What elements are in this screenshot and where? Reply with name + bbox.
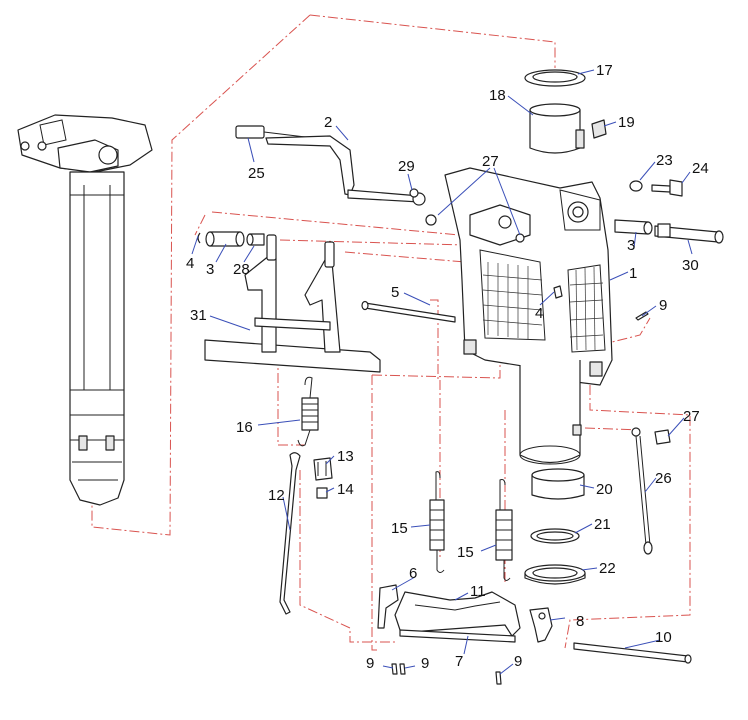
- label-2: 2: [324, 114, 332, 131]
- crank-rod: [235, 125, 426, 206]
- bushing-set-top: [524, 69, 607, 154]
- label-13: 13: [337, 448, 354, 465]
- part-labels: 1 2 3 3 4 4 5 6 7 8 9 9 9 9 10 11 12 13 …: [186, 62, 709, 672]
- label-27-right: 27: [683, 408, 700, 425]
- label-20: 20: [596, 481, 613, 498]
- label-12: 12: [268, 487, 285, 504]
- tilt-lever-rod: [279, 452, 333, 615]
- label-26: 26: [655, 470, 672, 487]
- label-5: 5: [391, 284, 399, 301]
- label-9-bottom-a: 9: [366, 655, 374, 672]
- label-3-left: 3: [206, 261, 214, 278]
- tilt-lock-assembly: [377, 584, 553, 643]
- label-1: 1: [629, 265, 637, 282]
- label-10: 10: [655, 629, 672, 646]
- tilt-bracket: [204, 234, 381, 373]
- long-pin: [573, 642, 692, 664]
- label-28: 28: [233, 261, 250, 278]
- springs: [297, 376, 513, 581]
- swivel-housing: [444, 167, 613, 465]
- leader-lines: [191, 69, 693, 675]
- label-9-right: 9: [659, 297, 667, 314]
- label-4-center: 4: [535, 305, 543, 322]
- label-3-right: 3: [627, 237, 635, 254]
- housing-grid-right: [569, 266, 604, 351]
- label-31: 31: [190, 307, 207, 324]
- stay-rod: [631, 427, 671, 555]
- bushing-set-bottom: [524, 468, 586, 585]
- left-bushings: [197, 231, 265, 247]
- label-30: 30: [682, 257, 699, 274]
- label-29: 29: [398, 158, 415, 175]
- label-9-bottom-c: 9: [514, 653, 522, 670]
- label-4-left: 4: [186, 255, 194, 272]
- label-16: 16: [236, 419, 253, 436]
- label-15-left: 15: [391, 520, 408, 537]
- label-11: 11: [470, 583, 486, 600]
- right-pin-set: [614, 179, 724, 244]
- label-27-top: 27: [482, 153, 499, 170]
- pivot-pin: [361, 300, 456, 323]
- label-24: 24: [692, 160, 709, 177]
- label-17: 17: [596, 62, 613, 79]
- label-22: 22: [599, 560, 616, 577]
- label-8: 8: [576, 613, 584, 630]
- label-9-bottom-b: 9: [421, 655, 429, 672]
- label-15-right: 15: [457, 544, 474, 561]
- label-6: 6: [409, 565, 417, 582]
- housing-grid-left: [482, 262, 543, 339]
- label-19: 19: [618, 114, 635, 131]
- label-7: 7: [455, 653, 463, 670]
- label-21: 21: [594, 516, 611, 533]
- label-25: 25: [248, 165, 265, 182]
- shaft-assembly: [17, 114, 153, 506]
- label-23: 23: [656, 152, 673, 169]
- label-14: 14: [337, 481, 354, 498]
- label-18: 18: [489, 87, 506, 104]
